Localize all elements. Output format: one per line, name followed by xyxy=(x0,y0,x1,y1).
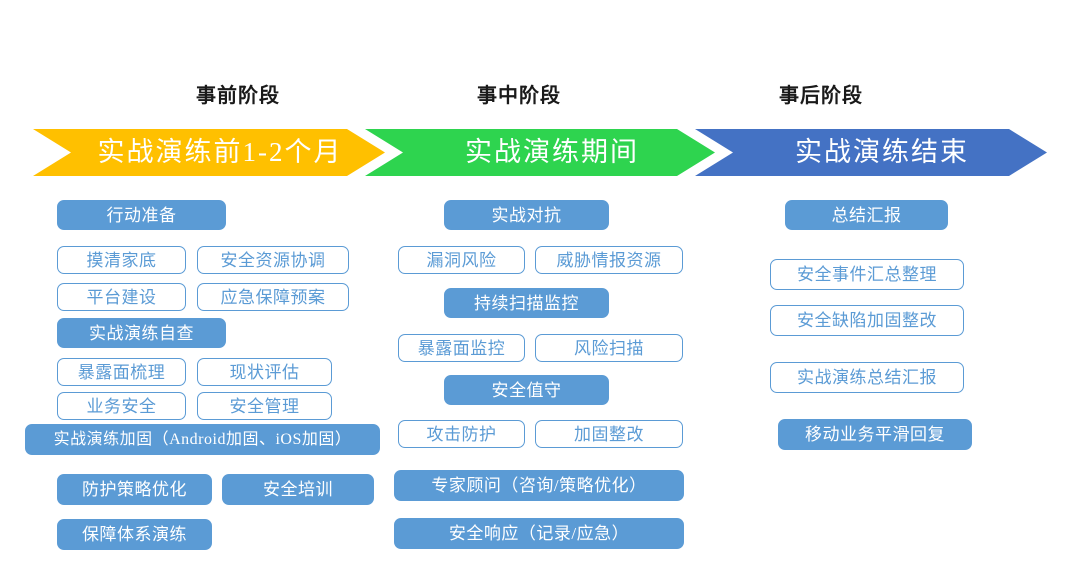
item-专家顾问[interactable]: 专家顾问（咨询/策略优化） xyxy=(394,470,684,501)
item-现状评估[interactable]: 现状评估 xyxy=(197,358,332,386)
phase-heading-during: 事中阶段 xyxy=(477,85,561,107)
item-防护策略优化[interactable]: 防护策略优化 xyxy=(57,474,212,505)
phase-banner-during: 实战演练期间 xyxy=(365,129,715,176)
item-摸清家底[interactable]: 摸清家底 xyxy=(57,246,186,274)
phase-banner-during-label: 实战演练期间 xyxy=(465,137,639,167)
item-安全缺陷加固整改[interactable]: 安全缺陷加固整改 xyxy=(770,305,964,336)
phase-heading-pre: 事前阶段 xyxy=(196,85,280,107)
item-实战演练自查[interactable]: 实战演练自查 xyxy=(57,318,226,348)
item-安全响应[interactable]: 安全响应（记录/应急） xyxy=(394,518,684,549)
phase-heading-post: 事后阶段 xyxy=(779,85,863,107)
phase-banner-post: 实战演练结束 xyxy=(695,129,1047,176)
item-移动业务平滑回复[interactable]: 移动业务平滑回复 xyxy=(778,419,972,450)
item-应急保障预案[interactable]: 应急保障预案 xyxy=(197,283,349,311)
phase-banner-pre-label: 实战演练前1-2个月 xyxy=(97,137,343,167)
phase-banner-post-label: 实战演练结束 xyxy=(795,137,969,167)
item-安全培训[interactable]: 安全培训 xyxy=(222,474,374,505)
item-实战演练总结汇报[interactable]: 实战演练总结汇报 xyxy=(770,362,964,393)
item-总结汇报[interactable]: 总结汇报 xyxy=(785,200,948,230)
item-平台建设[interactable]: 平台建设 xyxy=(57,283,186,311)
item-实战对抗[interactable]: 实战对抗 xyxy=(444,200,609,230)
item-安全事件汇总整理[interactable]: 安全事件汇总整理 xyxy=(770,259,964,290)
item-加固整改[interactable]: 加固整改 xyxy=(535,420,683,448)
item-漏洞风险[interactable]: 漏洞风险 xyxy=(398,246,525,274)
item-安全管理[interactable]: 安全管理 xyxy=(197,392,332,420)
item-攻击防护[interactable]: 攻击防护 xyxy=(398,420,525,448)
item-持续扫描监控[interactable]: 持续扫描监控 xyxy=(444,288,609,318)
item-风险扫描[interactable]: 风险扫描 xyxy=(535,334,683,362)
item-暴露面梳理[interactable]: 暴露面梳理 xyxy=(57,358,186,386)
item-威胁情报资源[interactable]: 威胁情报资源 xyxy=(535,246,683,274)
item-保障体系演练[interactable]: 保障体系演练 xyxy=(57,519,212,550)
item-安全值守[interactable]: 安全值守 xyxy=(444,375,609,405)
item-暴露面监控[interactable]: 暴露面监控 xyxy=(398,334,525,362)
item-行动准备[interactable]: 行动准备 xyxy=(57,200,226,230)
item-实战演练加固[interactable]: 实战演练加固（Android加固、iOS加固） xyxy=(25,424,380,455)
phase-banner-pre: 实战演练前1-2个月 xyxy=(33,129,385,176)
item-业务安全[interactable]: 业务安全 xyxy=(57,392,186,420)
item-安全资源协调[interactable]: 安全资源协调 xyxy=(197,246,349,274)
